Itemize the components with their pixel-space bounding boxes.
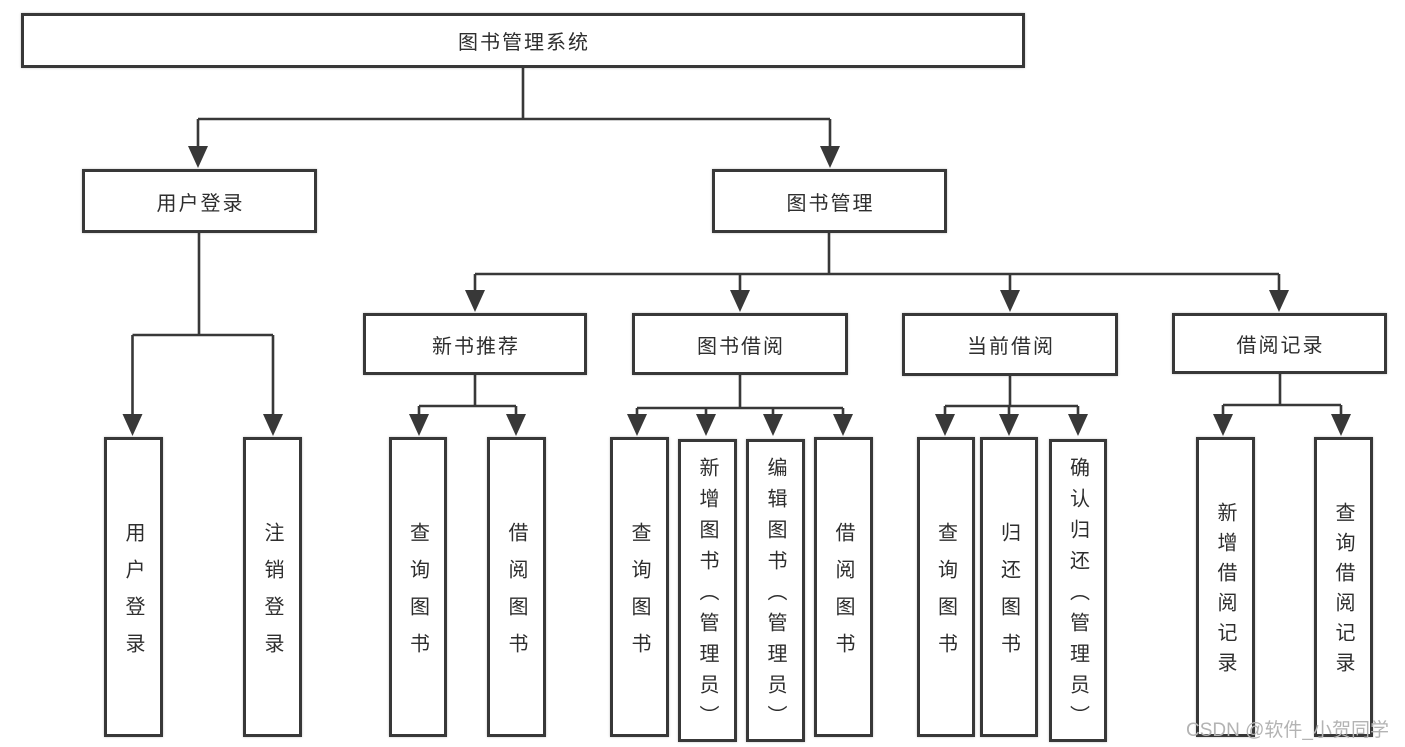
arrowhead-down-icon [1000, 290, 1020, 312]
arrowhead-down-icon [833, 414, 853, 436]
leaf-borrow-books-2-label: 借阅图书 [832, 521, 854, 670]
leaf-query-books-1: 查询图书 [389, 437, 447, 737]
leaf-edit-books-admin-label: 编辑图书（管理员） [764, 456, 786, 736]
node-book-borrow-label: 图书借阅 [697, 335, 785, 358]
arrowhead-down-icon [820, 146, 840, 168]
leaf-logout-label: 注销登录 [261, 521, 283, 670]
arrowhead-down-icon [763, 414, 783, 436]
node-book-management-label: 图书管理 [786, 192, 875, 215]
arrowhead-down-icon [122, 414, 143, 436]
leaf-edit-books-admin: 编辑图书（管理员） [746, 439, 805, 742]
leaf-query-books-1-label: 查询图书 [406, 521, 429, 670]
leaf-confirm-return-admin: 确认归还（管理员） [1049, 439, 1107, 742]
arrowhead-down-icon [1269, 290, 1289, 312]
connector-path [131, 68, 1343, 416]
arrowhead-down-icon [1068, 414, 1088, 436]
node-book-management: 图书管理 [712, 169, 947, 233]
arrowhead-down-icon [999, 414, 1019, 436]
node-new-book-recommend-label: 新书推荐 [432, 335, 520, 358]
leaf-query-books-3-label: 查询图书 [934, 521, 957, 670]
node-root: 图书管理系统 [21, 13, 1025, 68]
arrowhead-down-icon [188, 146, 208, 168]
leaf-query-books-2-label: 查询图书 [628, 521, 650, 670]
leaf-add-borrow-record-label: 新增借阅记录 [1214, 502, 1236, 682]
arrowhead-down-icon [627, 414, 647, 436]
node-borrow-records: 借阅记录 [1172, 313, 1387, 374]
arrowhead-down-icon [1331, 414, 1351, 436]
leaf-logout: 注销登录 [243, 437, 302, 737]
node-user-login-label: 用户登录 [156, 192, 245, 215]
leaf-add-borrow-record: 新增借阅记录 [1196, 437, 1255, 737]
leaf-borrow-books-2: 借阅图书 [814, 437, 873, 737]
leaf-add-books-admin: 新增图书（管理员） [678, 439, 737, 742]
node-book-borrow: 图书借阅 [632, 313, 848, 375]
node-borrow-records-label: 借阅记录 [1236, 335, 1325, 357]
arrowhead-down-icon [696, 414, 716, 436]
node-current-borrow: 当前借阅 [902, 313, 1118, 376]
watermark: CSDN @软件_小贺同学 [1186, 720, 1389, 741]
leaf-borrow-books-1: 借阅图书 [487, 437, 546, 737]
leaf-borrow-books-1-label: 借阅图书 [505, 521, 527, 670]
leaf-confirm-return-admin-label: 确认归还（管理员） [1066, 456, 1089, 736]
leaf-return-books-label: 归还图书 [997, 521, 1020, 670]
arrowhead-down-icon [935, 414, 955, 436]
leaf-query-borrow-record: 查询借阅记录 [1314, 437, 1373, 737]
leaf-query-books-2: 查询图书 [610, 437, 669, 737]
arrowhead-down-icon [465, 290, 485, 312]
leaf-query-books-3: 查询图书 [917, 437, 975, 737]
arrowhead-down-icon [506, 414, 526, 436]
node-root-label: 图书管理系统 [458, 32, 590, 54]
arrowhead-down-icon [263, 414, 283, 436]
leaf-add-books-admin-label: 新增图书（管理员） [696, 456, 718, 736]
arrowhead-down-icon [730, 290, 750, 312]
node-user-login: 用户登录 [82, 169, 317, 233]
leaf-query-borrow-record-label: 查询借阅记录 [1332, 502, 1354, 682]
arrowhead-down-icon [409, 414, 429, 436]
node-current-borrow-label: 当前借阅 [967, 336, 1055, 358]
node-new-book-recommend: 新书推荐 [363, 313, 587, 375]
arrowhead-down-icon [1213, 414, 1233, 436]
leaf-user-login: 用户登录 [104, 437, 163, 737]
leaf-return-books: 归还图书 [980, 437, 1038, 737]
leaf-user-login-label: 用户登录 [122, 521, 144, 670]
